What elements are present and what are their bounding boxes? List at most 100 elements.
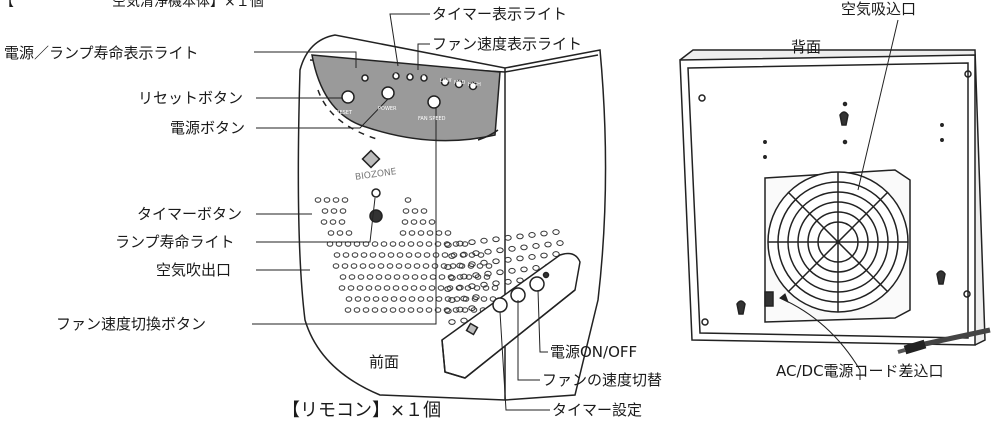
vent-hole	[449, 263, 457, 269]
vent-hole	[452, 307, 460, 313]
vent-hole	[456, 306, 464, 313]
vent-hole	[453, 296, 461, 302]
vent-hole	[399, 230, 407, 236]
label-back: 背面	[791, 38, 822, 56]
vent-hole	[411, 274, 419, 280]
label-power-lamp-light: 電源／ランプ寿命表示ライト	[4, 44, 199, 62]
vent-hole	[516, 233, 524, 240]
vent-hole	[508, 245, 516, 252]
vent-hole	[434, 307, 442, 313]
vent-hole	[339, 208, 347, 214]
vent-hole	[404, 263, 412, 269]
header-partial-text: 【 空気清浄機本体】×１個	[0, 0, 264, 10]
vent-hole	[443, 241, 451, 247]
vent-hole	[413, 263, 421, 269]
vent-hole	[468, 261, 476, 268]
vent-hole	[333, 252, 341, 258]
label-reset-button: リセットボタン	[138, 89, 244, 107]
vent-hole	[416, 307, 424, 313]
label-ac-dc-cord-inlet: AC/DC電源コード差込口	[776, 362, 944, 380]
panel-timer-4: 4	[408, 74, 412, 80]
vent-hole	[372, 296, 380, 302]
vent-hole	[327, 230, 335, 236]
vent-hole	[381, 296, 389, 302]
vent-hole	[407, 241, 415, 247]
vent-hole	[520, 266, 528, 273]
vent-hole	[492, 258, 500, 265]
vent-hole	[383, 285, 391, 291]
vent-hole	[360, 252, 368, 258]
vent-hole	[465, 274, 473, 280]
vent-hole	[504, 234, 512, 241]
vent-hole	[456, 240, 464, 247]
vent-hole	[320, 219, 328, 225]
panel-speed-high: HIGH	[468, 82, 481, 88]
vent-hole	[468, 239, 476, 246]
panel-reset-text: RESET	[336, 110, 353, 116]
vent-hole	[520, 244, 528, 251]
panel-speed-med: MED	[454, 80, 466, 86]
vent-hole	[395, 263, 403, 269]
vent-hole	[404, 197, 412, 203]
vent-hole	[434, 241, 442, 247]
vent-hole	[407, 307, 415, 313]
vent-hole	[438, 274, 446, 280]
vent-hole	[371, 307, 379, 313]
vent-hole	[484, 270, 492, 277]
vent-hole	[532, 265, 540, 271]
vent-hole	[532, 243, 540, 249]
vent-hole	[420, 274, 428, 280]
vent-hole	[468, 283, 476, 290]
vent-hole	[359, 263, 367, 269]
vent-hole	[444, 286, 452, 292]
vent-hole	[419, 219, 427, 225]
vent-hole	[374, 285, 382, 291]
vent-hole	[423, 252, 431, 258]
vent-hole	[338, 219, 346, 225]
vent-hole	[332, 263, 340, 269]
vent-hole	[447, 274, 455, 280]
vent-hole	[341, 197, 349, 203]
vent-hole	[480, 296, 488, 302]
vent-hole	[419, 285, 427, 291]
vent-hole	[356, 285, 364, 291]
vent-hole	[540, 252, 548, 259]
vent-hole	[410, 219, 418, 225]
vent-hole	[420, 208, 428, 214]
vent-hole	[354, 296, 362, 302]
panel-timer-2: 2	[394, 73, 398, 79]
vent-hole	[480, 237, 488, 244]
vent-hole	[552, 251, 560, 257]
vent-hole	[389, 241, 397, 247]
vent-hole	[452, 241, 460, 247]
vent-hole	[446, 285, 454, 291]
vent-hole	[398, 307, 406, 313]
remote-control-illustration	[441, 252, 581, 379]
vent-hole	[405, 252, 413, 258]
vent-hole	[450, 252, 458, 258]
vent-hole	[480, 259, 488, 266]
vent-hole	[384, 274, 392, 280]
vent-hole	[380, 241, 388, 247]
vent-hole	[389, 307, 397, 313]
vent-hole	[496, 247, 504, 254]
vent-hole	[460, 295, 468, 302]
vent-hole	[496, 269, 504, 276]
vent-hole	[380, 307, 388, 313]
vent-hole	[350, 263, 358, 269]
vent-hole	[428, 219, 436, 225]
vent-hole	[460, 317, 468, 324]
vent-hole	[426, 296, 434, 302]
vent-hole	[484, 248, 492, 255]
vent-hole	[387, 252, 395, 258]
label-front: 前面	[369, 353, 400, 371]
vent-hole	[341, 263, 349, 269]
vent-hole	[402, 274, 410, 280]
vent-hole	[448, 319, 456, 325]
vent-hole	[461, 241, 469, 247]
label-timer-button: タイマーボタン	[137, 205, 243, 223]
vent-hole	[378, 252, 386, 258]
vent-hole	[440, 263, 448, 269]
vent-hole	[345, 296, 353, 302]
